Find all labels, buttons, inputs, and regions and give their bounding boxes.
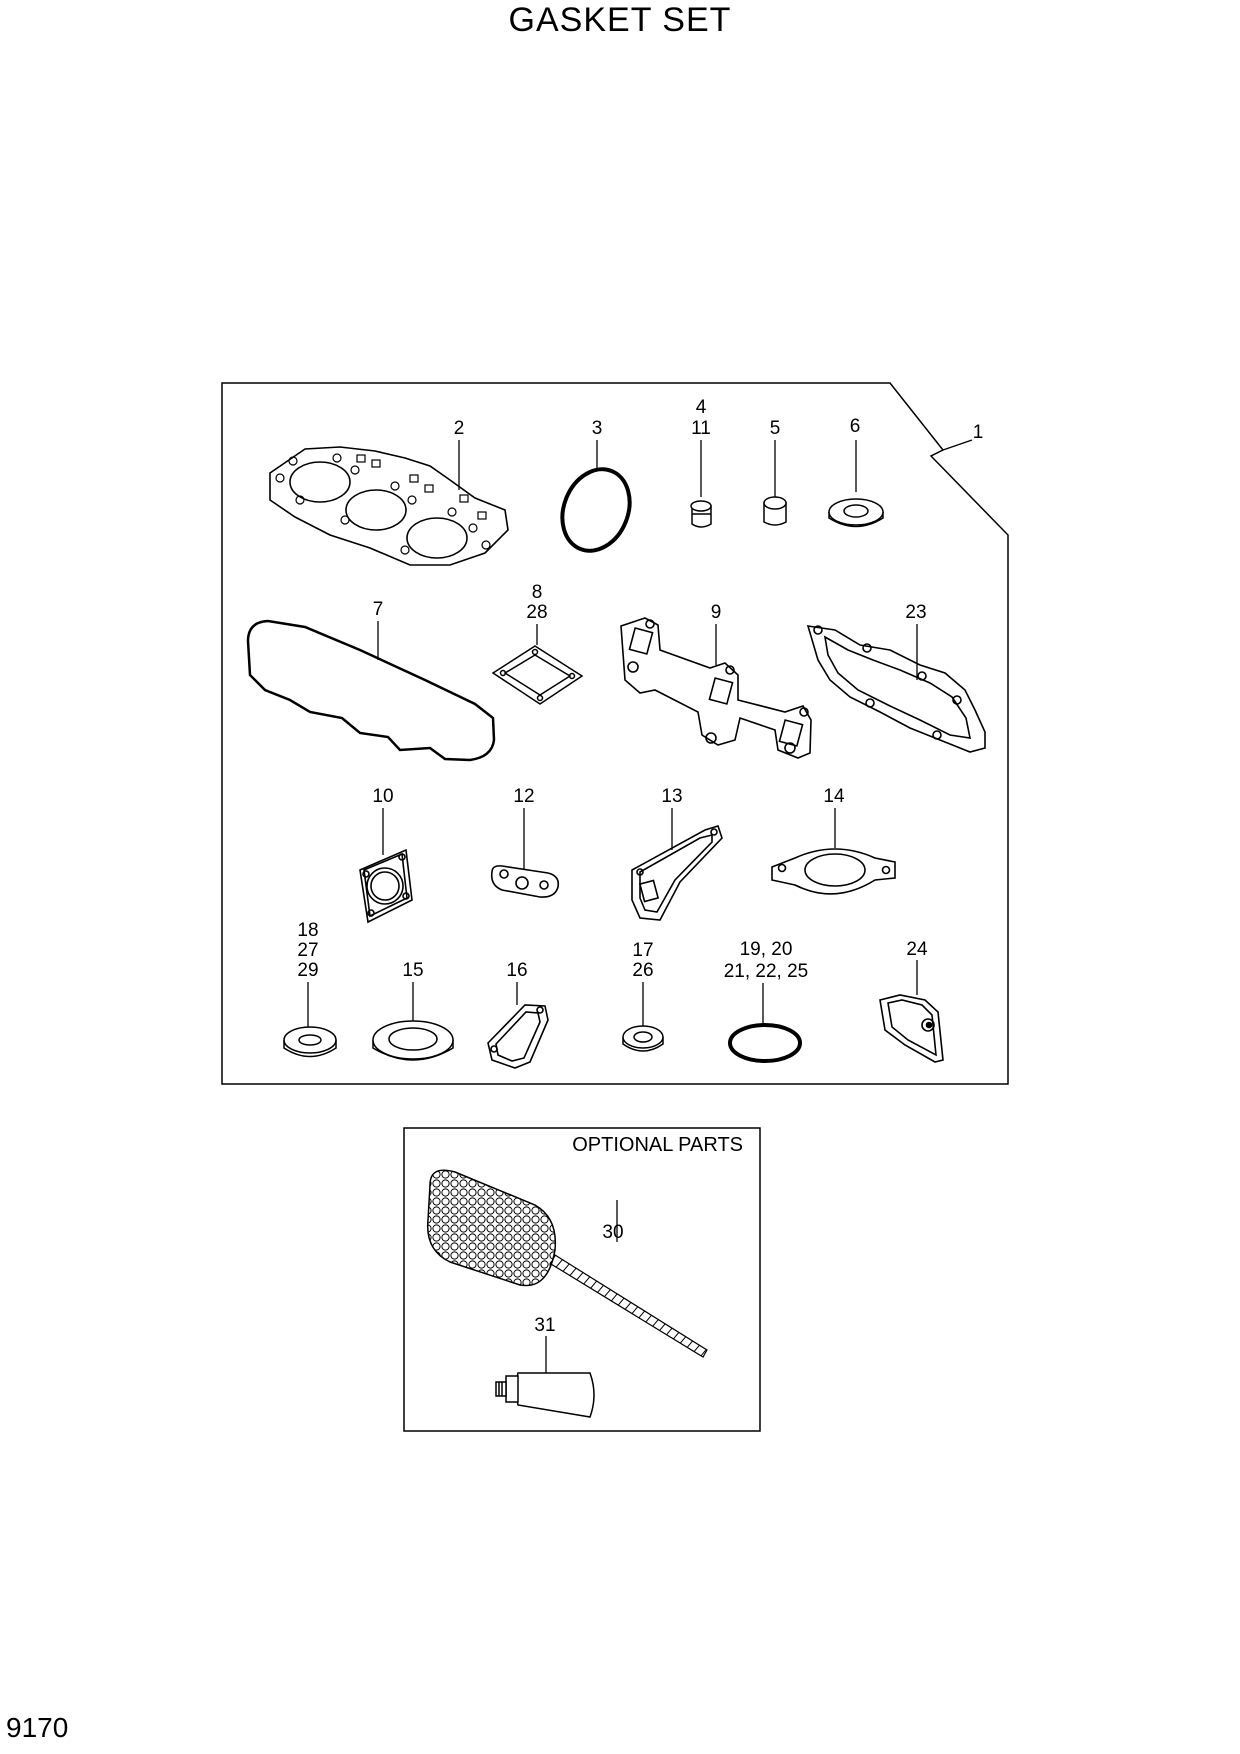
cover-gasket-part	[879, 994, 944, 1063]
sealant-tube-part	[495, 1372, 595, 1418]
callout-10: 10	[372, 786, 393, 807]
callout-9: 9	[711, 602, 722, 623]
callout-15: 15	[402, 960, 423, 981]
callout-11: 11	[691, 418, 711, 439]
callout-23: 23	[905, 602, 926, 623]
leader-lines	[307, 439, 973, 1375]
washer-part-15	[372, 1020, 454, 1061]
valve-cover-gasket-part	[246, 619, 496, 762]
callout-26: 26	[632, 960, 653, 981]
callout-6: 6	[850, 416, 861, 437]
callout-labels: 1 2 3 4 11 5 6 7 8 28 9 23 10 12 13 14 1…	[297, 397, 983, 1336]
callout-1: 1	[973, 422, 984, 443]
callout-5: 5	[770, 418, 781, 439]
callout-24: 24	[906, 939, 928, 960]
optional-parts-frame	[403, 1127, 761, 1432]
main-frame	[221, 382, 1009, 1085]
callout-3: 3	[592, 418, 603, 439]
callout-29: 29	[297, 960, 318, 981]
o-ring-part	[560, 467, 632, 553]
pointed-gasket-part	[487, 1004, 549, 1069]
small-gasket-part	[490, 865, 560, 898]
valve-stem-seal-part	[690, 500, 712, 528]
callout-2: 2	[454, 418, 465, 439]
callout-7: 7	[373, 599, 384, 620]
page-number: 9170	[6, 1712, 69, 1743]
washer-part-6	[828, 498, 884, 528]
cleaning-brush-part	[426, 1169, 708, 1358]
flange-gasket-part	[359, 848, 413, 924]
callout-14: 14	[823, 786, 845, 807]
callout-30: 30	[602, 1222, 623, 1243]
callout-13: 13	[661, 786, 682, 807]
o-ring-part-19	[728, 1023, 802, 1063]
callout-8: 8	[532, 582, 543, 603]
cylinder-head-gasket-part	[269, 446, 509, 566]
callout-12: 12	[513, 786, 534, 807]
callout-27: 27	[297, 940, 318, 961]
washer-part-18	[283, 1026, 337, 1058]
callout-16: 16	[506, 960, 527, 981]
callout-19-20: 19, 20	[740, 939, 793, 960]
callout-28: 28	[526, 602, 547, 623]
callout-4: 4	[696, 397, 707, 418]
manifold-gasket-part	[620, 617, 812, 759]
callout-31: 31	[534, 1315, 555, 1336]
callout-18: 18	[297, 920, 318, 941]
oval-flange-gasket-part	[771, 848, 896, 895]
square-gasket-part	[491, 645, 584, 705]
bushing-part	[763, 496, 787, 526]
page-title: GASKET SET	[508, 1, 732, 39]
long-gasket-part	[806, 625, 986, 753]
washer-part-17	[622, 1025, 664, 1052]
optional-parts-label: OPTIONAL PARTS	[572, 1134, 743, 1156]
bracket-gasket-part	[631, 825, 723, 921]
callout-21-22-25: 21, 22, 25	[724, 961, 809, 982]
callout-17: 17	[632, 940, 653, 961]
